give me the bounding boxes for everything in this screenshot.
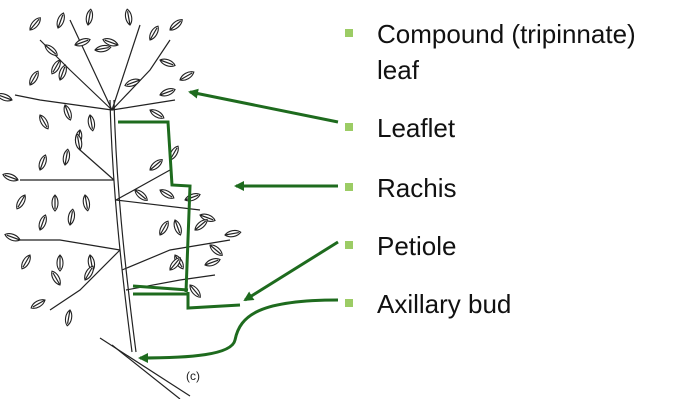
compound-leaf-line-1: Compound (tripinnate) [377, 16, 636, 52]
label-axillary-bud: Axillary bud [345, 286, 511, 322]
compound-leaf-line-2: leaf [377, 52, 636, 88]
branches [15, 20, 230, 310]
bullet-icon [345, 241, 353, 249]
stem [100, 338, 190, 399]
bullet-icon [345, 299, 353, 307]
axillary-bud-arrow [140, 300, 338, 358]
compound-leaf-arrow [190, 92, 338, 122]
leaflets [0, 9, 241, 327]
axillary-bud-label: Axillary bud [377, 286, 511, 322]
rachis-arrow [245, 242, 338, 300]
label-compound-leaf: Compound (tripinnate) leaf [345, 16, 636, 88]
rachis-label: Rachis [377, 170, 456, 206]
bullet-icon [345, 183, 353, 191]
label-petiole: Petiole [345, 228, 457, 264]
bullet-icon [345, 29, 353, 37]
petiole-label: Petiole [377, 228, 457, 264]
leaflet-label: Leaflet [377, 110, 455, 146]
pointer-arrows [118, 92, 338, 358]
label-leaflet: Leaflet [345, 110, 455, 146]
label-rachis: Rachis [345, 170, 456, 206]
petiole-bracket [133, 286, 240, 308]
bullet-icon [345, 123, 353, 131]
figure-caption: (c) [186, 369, 200, 383]
rachis-drawing [110, 100, 136, 352]
